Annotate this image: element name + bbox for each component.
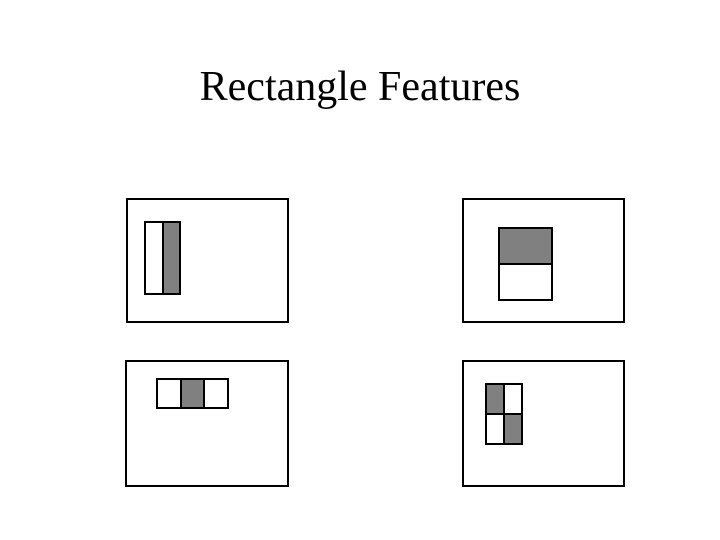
feature-cell-white — [146, 223, 162, 293]
feature-cell-white — [487, 415, 503, 443]
feature-three-rect — [156, 378, 229, 409]
slide-title: Rectangle Features — [199, 64, 521, 110]
feature-cell-gray — [181, 380, 204, 407]
feature-cell-white — [158, 380, 180, 407]
feature-cell-gray — [487, 385, 503, 413]
feature-cell-gray — [500, 229, 551, 263]
feature-two-rect-vertical — [144, 221, 181, 295]
feature-cell-white — [205, 380, 227, 407]
feature-four-rect — [485, 383, 523, 445]
feature-cell-white — [500, 265, 551, 299]
feature-two-rect-horizontal — [498, 227, 553, 301]
feature-cell-gray — [163, 223, 179, 293]
feature-cell-gray — [505, 415, 521, 443]
feature-cell-white — [505, 385, 521, 413]
